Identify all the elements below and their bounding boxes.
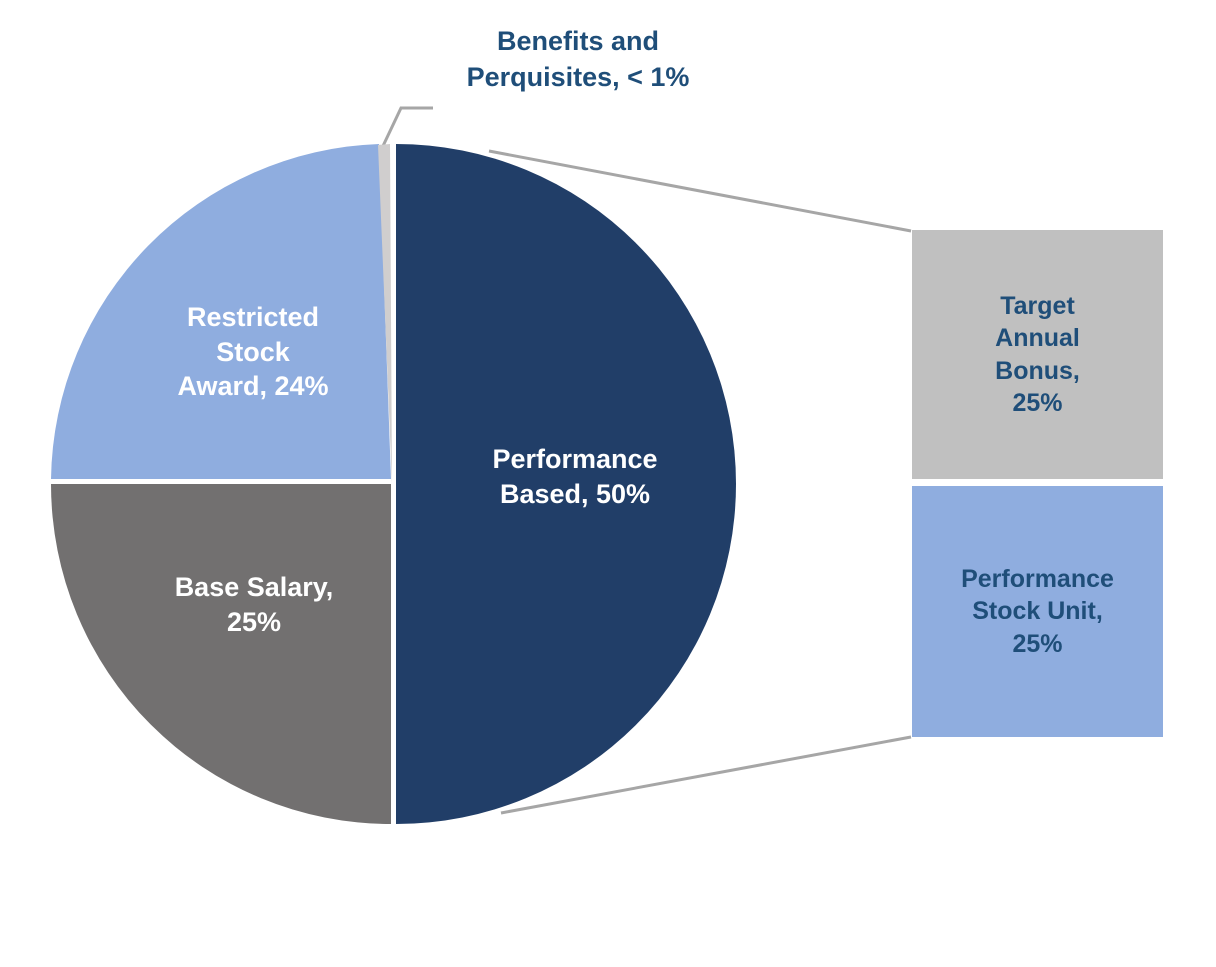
- bonus-leader-line: [488, 149, 912, 233]
- pie-slice-base-salary[interactable]: [51, 484, 391, 824]
- breakout-box-target-annual-bonus[interactable]: Target Annual Bonus, 25%: [912, 230, 1163, 479]
- breakout-label-target-annual-bonus: Target Annual Bonus, 25%: [995, 291, 1080, 418]
- pie-slice-performance-based[interactable]: [396, 144, 736, 824]
- breakout-box-performance-stock-unit[interactable]: Performance Stock Unit, 25%: [912, 486, 1163, 737]
- pie-slice-benefits-perquisites[interactable]: [378, 144, 392, 484]
- pie-slice-restricted-stock-award[interactable]: [51, 144, 391, 479]
- psu-leader-line: [500, 735, 912, 815]
- benefits-leader-line: [381, 106, 433, 147]
- breakout-label-performance-stock-unit: Performance Stock Unit, 25%: [961, 564, 1114, 658]
- benefits-callout-label: Benefits and Perquisites, < 1%: [466, 26, 690, 92]
